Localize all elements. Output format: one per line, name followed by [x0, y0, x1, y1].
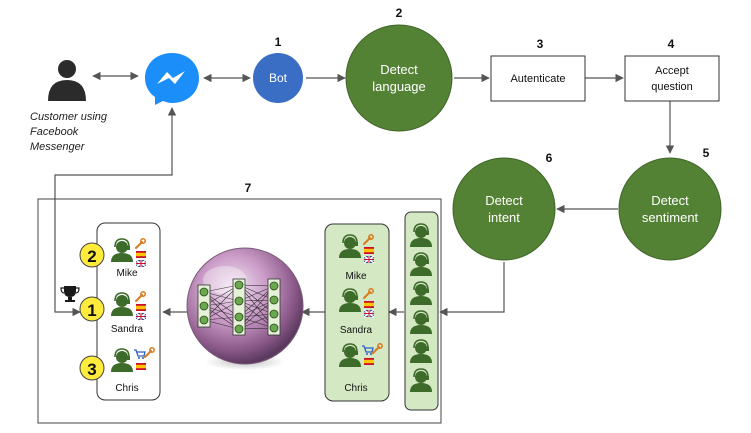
detect-sentiment-node: [618, 157, 722, 261]
ranked-agents-column: 2 Mike 1 Sandra 3 Chris: [60, 222, 161, 401]
flag-es-icon: [364, 247, 374, 254]
step-number-3: 3: [537, 37, 544, 51]
accept-question-label-line2: question: [651, 81, 693, 93]
messenger-icon: [145, 53, 199, 105]
step-number-7: 7: [245, 181, 252, 195]
ranked-agent-name-sandra: Sandra: [111, 324, 144, 335]
rank-badge-2: [79, 242, 105, 268]
step-number-5: 5: [703, 146, 710, 160]
step-number-2: 2: [396, 6, 403, 20]
step-number-1: 1: [275, 35, 282, 49]
customer-caption-line1: Customer using: [30, 111, 108, 123]
rank-number-3: 3: [87, 360, 96, 379]
flag-es-icon: [364, 358, 374, 365]
arrow-intent-agents: [439, 262, 505, 317]
customer-caption-line3: Messenger: [30, 141, 86, 153]
customer-icon: [48, 60, 86, 101]
rank-number-1: 1: [87, 301, 96, 320]
rank-badge-1: [79, 296, 105, 322]
detect-language-label-line2: language: [372, 79, 426, 94]
flag-uk-icon: [134, 258, 148, 269]
authenticate-label: Autenticate: [510, 73, 565, 85]
rank-number-2: 2: [87, 247, 96, 266]
detect-intent-label-line2: intent: [488, 210, 520, 225]
step-number-4: 4: [668, 37, 675, 51]
accept-question-box: [624, 55, 720, 102]
flag-uk-icon: [362, 254, 376, 265]
candidate-agents-column: Mike Sandra Chris: [324, 223, 390, 402]
flag-es-icon: [136, 304, 146, 311]
step-number-6: 6: [546, 151, 553, 165]
detect-intent-node: [452, 157, 556, 261]
candidate-name-3: Chris: [344, 383, 367, 394]
ranked-agent-name-chris: Chris: [115, 383, 138, 394]
routing-container: [37, 198, 442, 424]
detect-language-label-line1: Detect: [380, 62, 418, 77]
bot-label: Bot: [269, 71, 288, 85]
candidate-name-1: Mike: [345, 271, 367, 282]
rank-badge-3: [79, 355, 105, 381]
authenticate-box: [490, 55, 586, 102]
ranked-agent-name-mike: Mike: [116, 268, 138, 279]
accept-question-label-line1: Accept: [655, 65, 689, 77]
trophy-icon: [60, 286, 80, 302]
arrow-ranked-to-messenger: [54, 107, 177, 317]
candidate-name-2: Sandra: [340, 325, 373, 336]
detect-sentiment-label-line2: sentiment: [642, 210, 699, 225]
agent-pool-column: [404, 211, 439, 411]
neural-network-icon: [186, 247, 304, 370]
flag-uk-icon: [134, 311, 148, 322]
flag-es-icon: [136, 251, 146, 258]
flag-uk-icon: [362, 308, 376, 319]
detect-intent-label-line1: Detect: [485, 193, 523, 208]
detect-sentiment-label-line1: Detect: [651, 193, 689, 208]
customer-caption-line2: Facebook: [30, 126, 79, 138]
bot-node: [253, 53, 303, 103]
detect-language-node: [345, 24, 453, 132]
flag-es-icon: [136, 363, 146, 370]
connectors: [54, 71, 675, 317]
flag-es-icon: [364, 301, 374, 308]
